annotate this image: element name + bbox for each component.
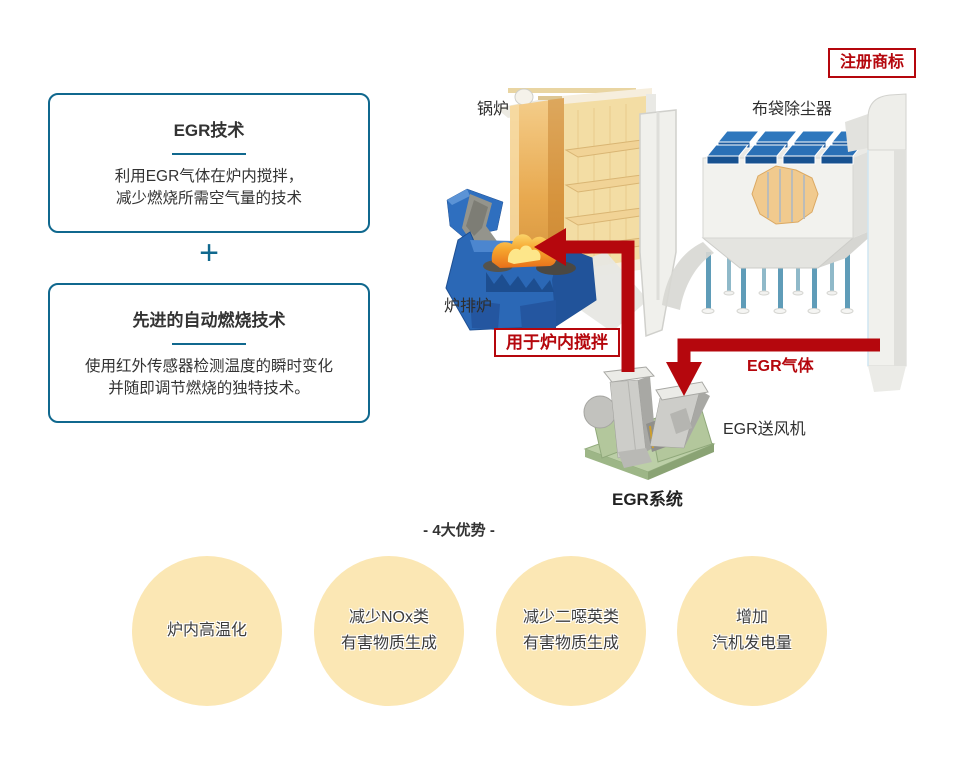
label-egr-fan: EGR送风机 — [723, 421, 806, 438]
feature-box-egr-line1: 利用EGR气体在炉内搅拌， — [114, 168, 304, 185]
advantage-3-line2: 有害物质生成 — [522, 635, 619, 652]
egr-gas-arrow — [666, 338, 880, 396]
advantage-circle-3: 减少二噁英类 有害物质生成 — [496, 556, 646, 706]
advantage-circle-1: 炉内高温化 — [132, 556, 282, 706]
advantage-2-line1: 减少NOx类 — [348, 609, 429, 627]
divider — [172, 153, 246, 155]
feature-box-egr-line2: 减少燃烧所需空气量的技术 — [115, 190, 302, 207]
feature-box-egr: EGR技术 利用EGR气体在炉内搅拌， 减少燃烧所需空气量的技术 — [48, 93, 370, 233]
feature-box-auto-line1: 使用红外传感器检测温度的瞬时变化 — [84, 358, 333, 375]
advantage-1-line1: 炉内高温化 — [166, 622, 247, 640]
advantage-2-line2: 有害物质生成 — [340, 635, 437, 652]
advantage-4-line1: 增加 — [735, 609, 768, 627]
advantage-circle-2: 减少NOx类 有害物质生成 — [314, 556, 464, 706]
advantages-heading: - 4大优势 - — [423, 522, 495, 539]
feature-box-auto-combustion: 先进的自动燃烧技术 使用红外传感器检测温度的瞬时变化 并随即调节燃烧的独特技术。 — [48, 283, 370, 423]
label-bag-filter: 布袋除尘器 — [752, 101, 833, 118]
egr-fan-illustration — [583, 366, 716, 480]
bag-filter-illustration — [662, 130, 885, 314]
stirring-badge: 用于炉内搅拌 — [494, 328, 620, 357]
plus-sign: + — [199, 234, 219, 272]
label-grate-furnace: 炉排炉 — [444, 298, 493, 315]
label-egr-gas: EGR气体 — [747, 358, 814, 375]
feature-box-egr-title: EGR技术 — [173, 121, 245, 140]
stirring-arrow — [534, 228, 635, 372]
advantage-4-line2: 汽机发电量 — [711, 635, 792, 652]
label-egr-system: EGR系统 — [612, 490, 683, 509]
label-boiler: 锅炉 — [477, 101, 510, 118]
advantage-3-line1: 减少二噁英类 — [522, 609, 619, 627]
chimney-illustration — [845, 93, 907, 392]
feature-box-auto-line2: 并随即调节燃烧的独特技术。 — [108, 380, 310, 397]
advantage-circle-4: 增加 汽机发电量 — [677, 556, 827, 706]
divider — [172, 343, 246, 345]
feature-box-auto-title: 先进的自动燃烧技术 — [132, 311, 286, 330]
trademark-badge: 注册商标 — [828, 48, 917, 78]
